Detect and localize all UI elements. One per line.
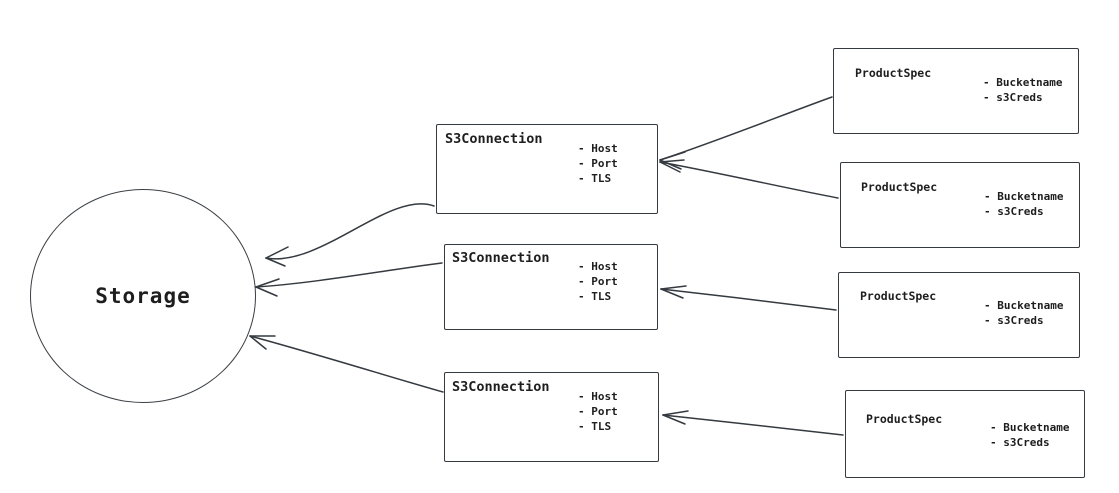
- productspec-attributes-2: - Bucketname - s3Creds: [984, 189, 1063, 219]
- productspec-node-1[interactable]: [833, 48, 1079, 134]
- productspec-attributes-1: - Bucketname - s3Creds: [983, 75, 1062, 105]
- attribute-item: - s3Creds: [984, 314, 1044, 327]
- storage-label: Storage: [95, 284, 191, 308]
- edge-connection2-to-storage: [255, 262, 443, 297]
- attribute-item: - Port: [578, 275, 618, 288]
- s3connection-node-2[interactable]: [444, 244, 658, 330]
- productspec-title-2: ProductSpec: [861, 180, 938, 194]
- attribute-item: - Bucketname: [984, 190, 1064, 203]
- productspec-title-1: ProductSpec: [855, 66, 932, 80]
- s3connection-node-3[interactable]: [444, 372, 659, 462]
- attribute-item: - Port: [578, 405, 618, 418]
- attribute-item: - Host: [578, 390, 618, 403]
- s3connection-title-3: S3Connection: [452, 379, 550, 395]
- attribute-item: - Host: [578, 142, 618, 155]
- s3connection-title-1: S3Connection: [445, 131, 543, 147]
- attribute-item: - Bucketname: [983, 76, 1063, 89]
- edge-spec2-to-connection1: [659, 159, 839, 199]
- attribute-item: - Host: [578, 260, 618, 273]
- edge-connection3-to-storage: [249, 335, 444, 393]
- attribute-item: - TLS: [578, 172, 612, 185]
- attribute-item: - s3Creds: [983, 91, 1043, 104]
- s3connection-attributes-2: - Host - Port - TLS: [578, 259, 618, 304]
- attribute-item: - Bucketname: [990, 421, 1070, 434]
- productspec-title-3: ProductSpec: [860, 289, 937, 303]
- productspec-node-4[interactable]: [845, 390, 1085, 478]
- s3connection-attributes-1: - Host - Port - TLS: [578, 141, 618, 186]
- attribute-item: - TLS: [578, 290, 612, 303]
- productspec-title-4: ProductSpec: [866, 412, 943, 426]
- attribute-item: - Port: [578, 157, 618, 170]
- edge-spec1-to-connection1: [659, 96, 833, 170]
- attribute-item: - s3Creds: [984, 205, 1044, 218]
- productspec-attributes-4: - Bucketname - s3Creds: [990, 420, 1069, 450]
- s3connection-attributes-3: - Host - Port - TLS: [578, 389, 618, 434]
- storage-node[interactable]: Storage: [30, 189, 256, 403]
- attribute-item: - TLS: [578, 420, 612, 433]
- edge-spec4-to-connection3: [662, 410, 844, 436]
- productspec-node-3[interactable]: [838, 272, 1080, 358]
- s3connection-node-1[interactable]: [436, 124, 658, 214]
- s3connection-title-2: S3Connection: [452, 250, 550, 266]
- productspec-attributes-3: - Bucketname - s3Creds: [984, 298, 1063, 328]
- edge-connection1-to-storage: [265, 203, 435, 267]
- attribute-item: - Bucketname: [984, 299, 1064, 312]
- edge-spec3-to-connection2: [660, 285, 837, 311]
- productspec-node-2[interactable]: [840, 162, 1080, 248]
- attribute-item: - s3Creds: [990, 436, 1050, 449]
